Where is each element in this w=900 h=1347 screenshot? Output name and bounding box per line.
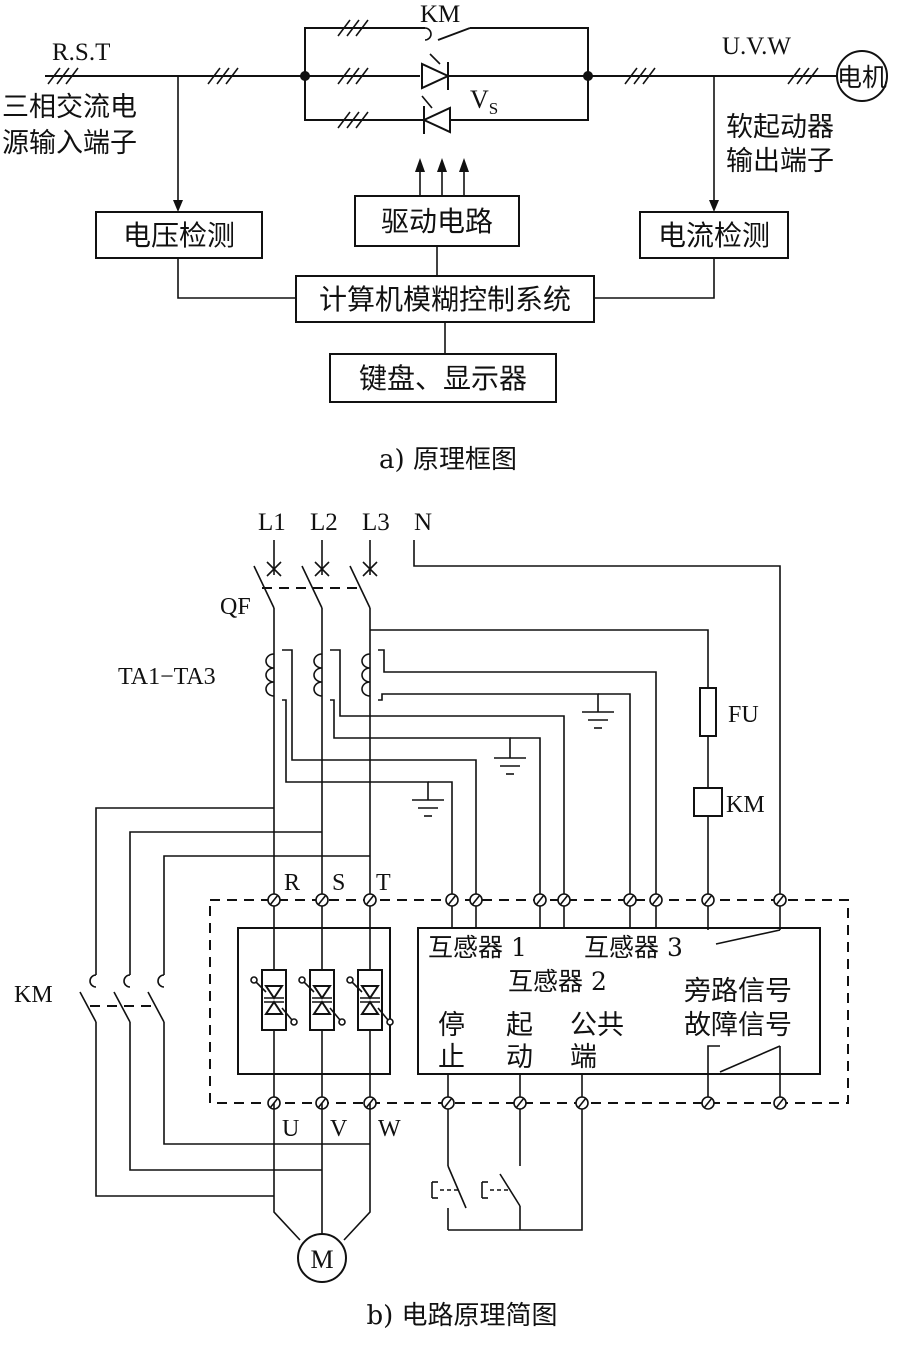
- soft-starter-enclosure: [209, 899, 849, 1104]
- start-label-2: 动: [506, 1042, 533, 1073]
- bypass-wires: [95, 807, 370, 1197]
- current-detect-box: [639, 211, 789, 259]
- thyristor-upper-icon: [421, 53, 460, 90]
- ct3-label: 互感器 3: [584, 933, 683, 962]
- thyristor-pair-icon: [298, 969, 346, 1031]
- vs-label: VS: [470, 85, 498, 118]
- r-label: R: [284, 870, 300, 896]
- common-label-1: 公共: [570, 1010, 624, 1041]
- ct2-label: 互感器 2: [508, 967, 607, 996]
- thyristor-pair-icon: [346, 969, 394, 1031]
- fuse-icon: [699, 687, 717, 737]
- keyboard-display-label: 键盘、显示器: [359, 362, 527, 395]
- keyboard-display-box: [329, 353, 557, 403]
- voltage-detect-label: 电压检测: [123, 219, 235, 252]
- thyristor-lower-icon: [305, 95, 451, 134]
- thyristor-pair-icon: [250, 969, 298, 1031]
- output-desc-line1: 软起动器: [726, 112, 834, 143]
- input-desc-line2: 源输入端子: [2, 128, 137, 159]
- fault-signal-contact: [719, 1045, 781, 1073]
- km-bypass-contacts-icon: [79, 974, 165, 1023]
- input-terminal-label: R.S.T: [52, 39, 110, 66]
- ta-label: TA1−TA3: [118, 664, 216, 690]
- caption-b: b) 电路原理简图: [366, 1301, 557, 1331]
- km-contact-arc: [424, 27, 432, 41]
- motor-label: M: [310, 1245, 333, 1274]
- stop-label-1: 停: [438, 1010, 465, 1041]
- l3-label: L3: [362, 509, 390, 536]
- incoming-lines: [266, 540, 378, 577]
- motor-label: 电机: [837, 63, 887, 92]
- l1-label: L1: [258, 509, 286, 536]
- output-desc-line2: 输出端子: [726, 146, 834, 177]
- ct-secondary-wires: [282, 629, 709, 900]
- voltage-detect-box: [95, 211, 263, 259]
- fuzzy-control-box: [295, 275, 595, 323]
- drive-circuit-label: 驱动电路: [381, 205, 493, 238]
- three-phase-marks: [47, 67, 819, 85]
- terminal-row-top: [267, 893, 787, 907]
- km-bypass-label: KM: [14, 982, 53, 1008]
- motor-icon: [836, 50, 888, 102]
- qf-label: QF: [220, 594, 251, 620]
- km-coil-icon: [693, 787, 723, 817]
- block-diagram: 电机 R.S.T 三相交流电 源输入端子 KM VS U.V.W 软起动器 输出…: [2, 1, 888, 475]
- n-label: N: [414, 509, 432, 536]
- control-board: [417, 927, 821, 1075]
- current-detect-label: 电流检测: [658, 219, 770, 252]
- ground-icon: [412, 711, 614, 817]
- l2-label: L2: [310, 509, 338, 536]
- motor-icon: [297, 1233, 347, 1283]
- stop-label-2: 止: [438, 1042, 465, 1073]
- circuit-diagram: L1 L2 L3 N QF: [14, 509, 849, 1331]
- fu-label: FU: [728, 702, 759, 728]
- bypass-signal-contact: [715, 929, 781, 945]
- terminal-row-bottom: [267, 1096, 787, 1110]
- caption-a: a) 原理框图: [379, 445, 517, 475]
- start-label-1: 起: [506, 1010, 533, 1041]
- km-coil-label: KM: [726, 792, 765, 818]
- bypass-signal-label: 旁路信号: [684, 976, 792, 1007]
- t-label: T: [376, 870, 391, 896]
- fuzzy-control-label: 计算机模糊控制系统: [319, 283, 571, 316]
- qf-breaker-icon: [253, 565, 371, 609]
- drive-arrows: [415, 158, 469, 196]
- km-contact-blade: [437, 27, 471, 41]
- ct-coils-icon: [265, 653, 371, 697]
- fault-signal-label: 故障信号: [684, 1010, 792, 1041]
- stop-start-buttons-icon: [431, 1109, 583, 1231]
- s-label: S: [332, 870, 345, 896]
- common-label-2: 端: [570, 1042, 597, 1073]
- input-desc-line1: 三相交流电: [2, 92, 137, 123]
- w-label: W: [378, 1116, 401, 1142]
- u-label: U: [282, 1116, 299, 1142]
- output-terminal-label: U.V.W: [722, 33, 791, 60]
- km-label: KM: [420, 1, 460, 28]
- v-label: V: [330, 1116, 348, 1142]
- ct1-label: 互感器 1: [428, 933, 527, 962]
